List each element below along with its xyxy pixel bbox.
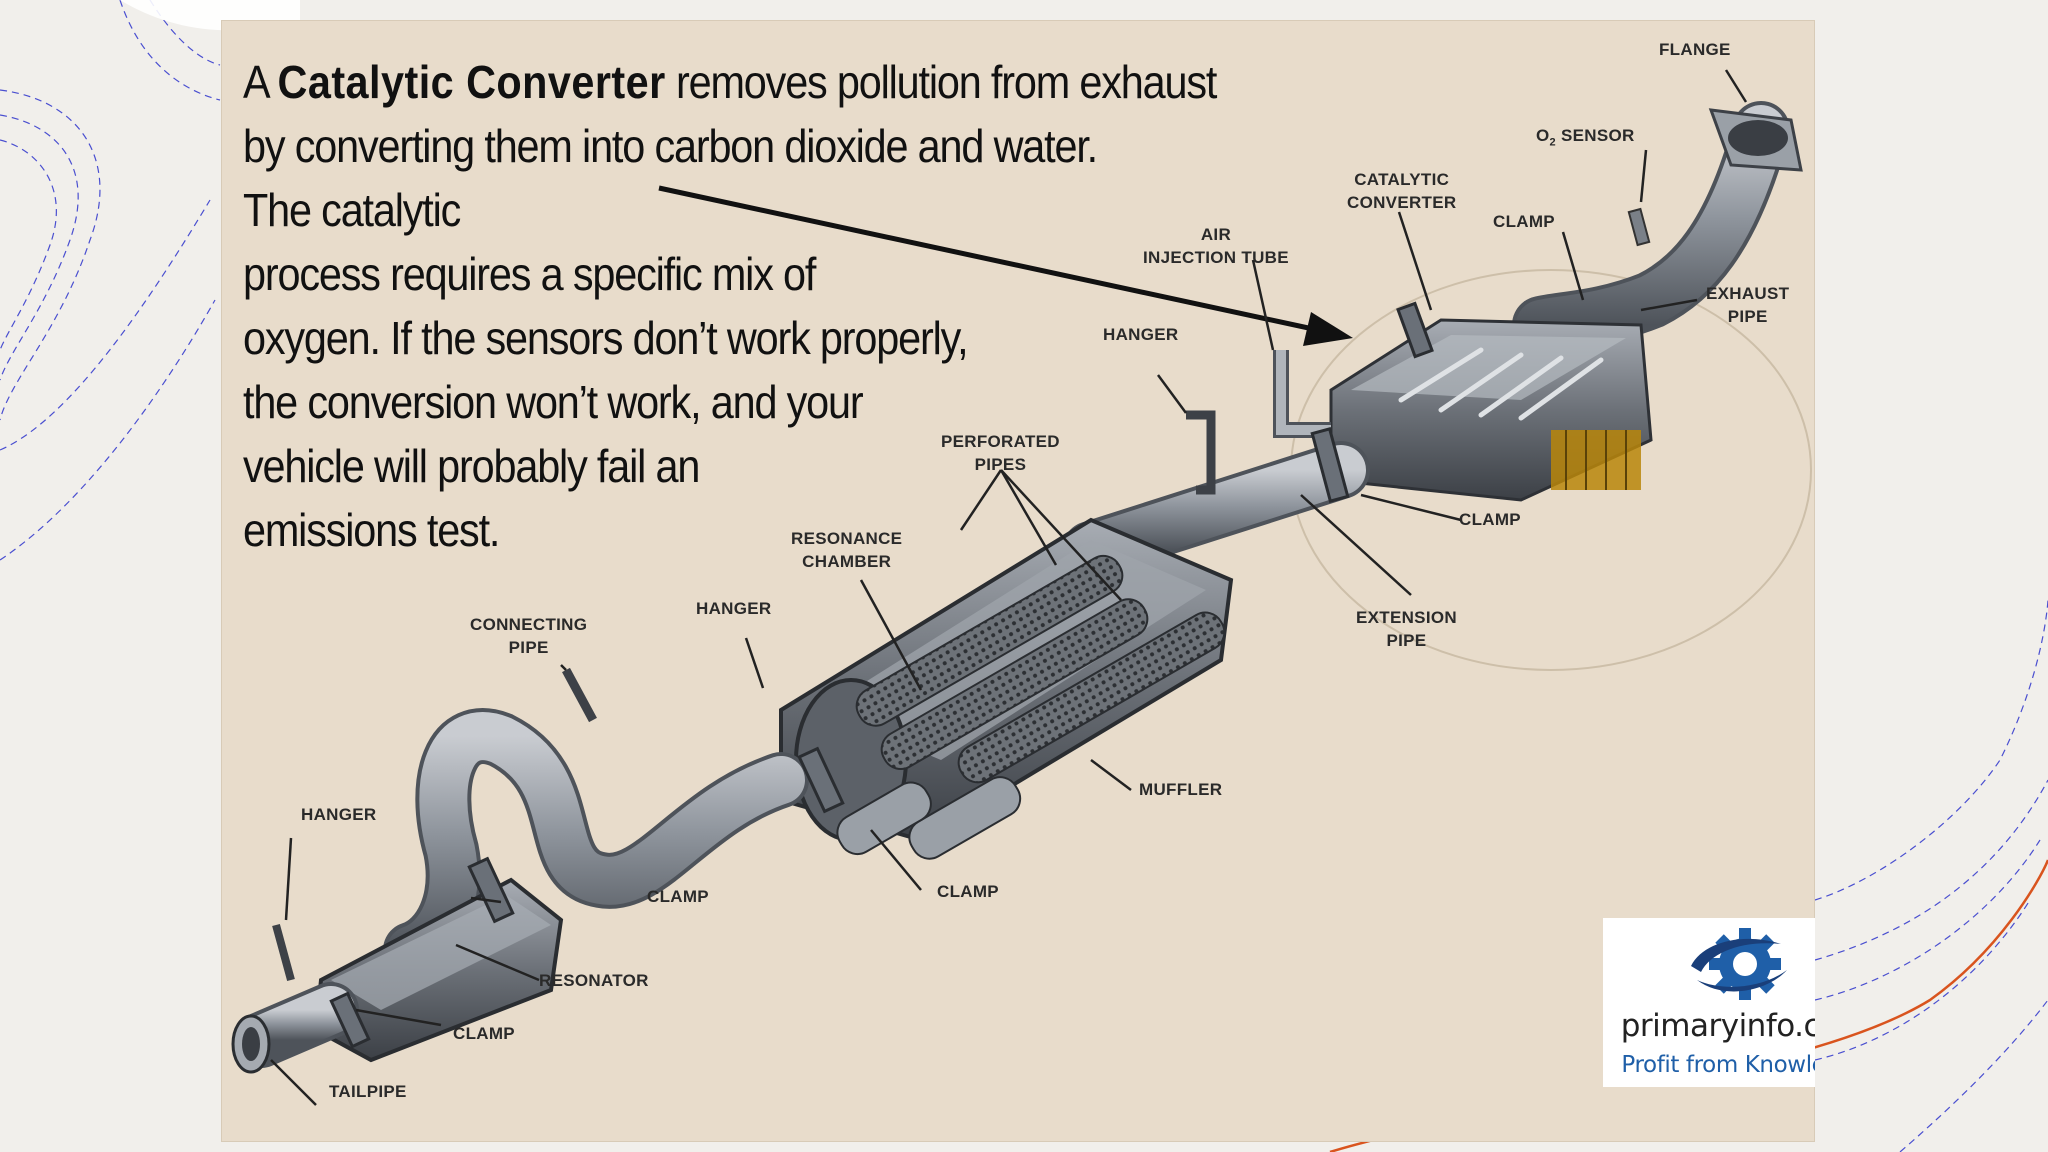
- logo-tagline: Profit from Knowledge: [1621, 1052, 1815, 1078]
- intro-line-2: by converting them into carbon dioxide a…: [243, 120, 1098, 172]
- intro-line-1: A Catalytic Converter removes pollution …: [243, 50, 1404, 114]
- label-hanger-top: HANGER: [1103, 325, 1179, 344]
- gear-swoosh-icon: [1691, 928, 1787, 1000]
- label-flange: FLANGE: [1659, 40, 1731, 59]
- label-connecting-pipe: CONNECTING PIPE: [470, 615, 588, 657]
- intro-paragraph: A Catalytic Converter removes pollution …: [243, 50, 1404, 562]
- label-clamp-bottom: CLAMP: [453, 1024, 515, 1043]
- o2-sensor-prefix: O: [1536, 126, 1550, 145]
- primaryinfo-logo: primaryinfo.com Profit from Knowledge: [1603, 918, 1815, 1087]
- label-exhaust-pipe: EXHAUST PIPE: [1706, 284, 1790, 326]
- label-resonator: RESONATOR: [539, 971, 649, 990]
- label-catalytic-converter: CATALYTIC CONVERTER: [1347, 170, 1457, 212]
- label-extension-pipe: EXTENSION PIPE: [1356, 608, 1457, 650]
- intro-suffix: removes pollution from exhaust: [665, 56, 1217, 108]
- intro-prefix: A: [243, 56, 278, 108]
- label-muffler: MUFFLER: [1139, 780, 1223, 799]
- label-clamp-muffler: CLAMP: [937, 882, 999, 901]
- intro-line-6: the conversion won’t work, and your: [243, 376, 864, 428]
- label-hanger-mid: HANGER: [696, 599, 772, 618]
- label-tailpipe: TAILPIPE: [329, 1082, 407, 1101]
- label-perforated-pipes: PERFORATED PIPES: [941, 432, 1060, 474]
- exhaust-system-illustration: [231, 69, 1812, 1106]
- intro-line-3: The catalytic: [243, 184, 461, 236]
- label-air-injection-tube: AIR INJECTION TUBE: [1143, 225, 1289, 267]
- o2-sensor-suffix: SENSOR: [1555, 126, 1635, 145]
- exhaust-system-diagram: A Catalytic Converter removes pollution …: [221, 20, 1815, 1142]
- label-clamp-top: CLAMP: [1493, 212, 1555, 231]
- intro-line-8: emissions test.: [243, 504, 500, 556]
- intro-line-5: oxygen. If the sensors don’t work proper…: [243, 312, 969, 364]
- intro-bold-term: Catalytic Converter: [277, 56, 666, 108]
- label-clamp-mid: CLAMP: [647, 887, 709, 906]
- logo-site-name: primaryinfo.com: [1620, 1008, 1815, 1044]
- label-hanger-left: HANGER: [301, 805, 377, 824]
- intro-line-4: process requires a specific mix of: [243, 248, 816, 300]
- label-o2-sensor: O2 SENSOR: [1536, 124, 1635, 154]
- label-resonance-chamber: RESONANCE CHAMBER: [791, 529, 903, 571]
- label-clamp-right: CLAMP: [1459, 510, 1521, 529]
- o2-sensor-subscript: 2: [1549, 136, 1556, 149]
- intro-line-7: vehicle will probably fail an: [243, 440, 700, 492]
